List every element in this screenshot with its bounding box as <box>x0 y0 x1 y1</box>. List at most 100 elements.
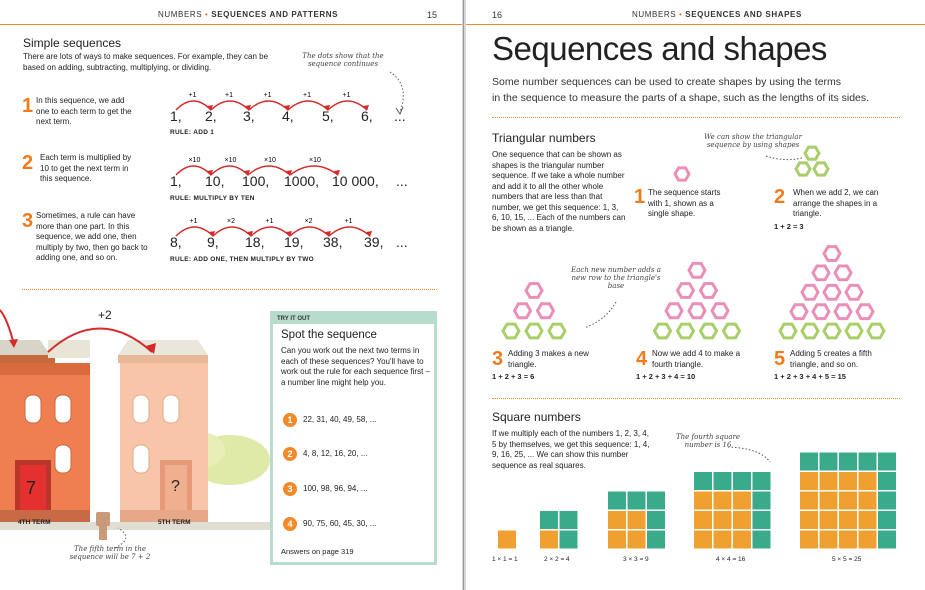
square-annotation: The fourth square number is 16 <box>676 433 740 449</box>
running-header-left: NUMBERS • SEQUENCES AND PATTERNS <box>158 10 339 19</box>
sequence-arc <box>250 226 291 237</box>
sequence-operation-label: ×10 <box>309 157 321 164</box>
jump-label: +2 <box>98 308 112 322</box>
tri-step-eq-5: 1 + 2 + 3 + 4 + 5 = 15 <box>774 372 846 381</box>
answers-reference: Answers on page 319 <box>281 547 354 556</box>
sequence-operation-label: +1 <box>303 92 311 99</box>
hexagon-shape <box>721 322 742 340</box>
label-4th-term: 4TH TERM <box>18 519 51 526</box>
page-title: Sequences and shapes <box>492 30 827 67</box>
sequence-arrowhead <box>334 170 340 176</box>
sequence-arc <box>175 165 212 176</box>
square-unit <box>819 452 838 471</box>
square-unit <box>819 472 838 490</box>
square-unit <box>819 511 838 529</box>
square-unit <box>800 452 818 471</box>
sequence-operation-label: ×10 <box>189 157 201 164</box>
try-it-num-1: 1 <box>283 413 297 427</box>
hexagon-shape <box>524 282 544 299</box>
hexagon-shape <box>652 322 673 340</box>
square-caption-4: 4 × 4 = 16 <box>716 556 746 563</box>
hexagon-shape <box>811 303 831 321</box>
try-it-text: Can you work out the next two terms in e… <box>281 346 430 387</box>
square-caption-5: 5 × 5 = 25 <box>832 556 862 563</box>
sequence-arc <box>327 100 368 111</box>
sequence-arc <box>210 165 249 176</box>
sequence-term: 100, <box>242 173 270 189</box>
section-title-simple-sequences: Simple sequences <box>23 36 122 50</box>
square-unit <box>839 491 857 510</box>
sequence-term: 1, <box>170 173 182 189</box>
sequence-operation-label: +1 <box>190 218 198 225</box>
square-unit <box>878 491 896 510</box>
square-unit <box>858 530 877 549</box>
sequence-arc <box>248 100 289 111</box>
sequence-term: 19, <box>284 234 304 250</box>
tri-step-text-2: When we add 2, we can arrange the shapes… <box>793 188 879 218</box>
triangular-annotation-1: We can show the triangular sequence by u… <box>704 133 802 149</box>
square-unit <box>498 530 516 549</box>
square-unit <box>694 511 712 529</box>
try-it-out-panel: TRY IT OUT Spot the sequence Can you wor… <box>270 311 437 565</box>
sequence-operation-label: +1 <box>345 218 353 225</box>
sequence-operation-label: +1 <box>343 92 351 99</box>
annotation-arrow <box>765 155 803 161</box>
sequence-term: ... <box>394 108 406 124</box>
tri-step-eq-4: 1 + 2 + 3 + 4 = 10 <box>636 372 696 381</box>
square-divider <box>492 398 900 399</box>
hexagon-shape <box>833 303 853 321</box>
section-title-square: Square numbers <box>492 410 581 424</box>
square-unit <box>839 511 857 529</box>
sequence-term: 18, <box>245 234 265 250</box>
tri-step-text-4: Now we add 4 to make a fourth triangle. <box>652 349 741 369</box>
square-unit <box>694 530 712 549</box>
sequence-term: 9, <box>207 234 219 250</box>
square-unit <box>713 491 732 510</box>
sequence-arc <box>175 100 212 111</box>
square-unit <box>858 472 877 490</box>
square-unit <box>878 511 896 529</box>
dots-annotation-arrow <box>389 71 404 116</box>
sequence-arc <box>247 165 291 176</box>
square-unit <box>752 472 771 490</box>
sequence-operation-label: ×2 <box>227 218 235 225</box>
rule-1: RULE: ADD 1 <box>170 129 215 136</box>
sequence-term: 38, <box>323 234 343 250</box>
square-caption-1: 1 × 1 = 1 <box>492 556 518 563</box>
tri-step-text-5: Adding 5 creates a fifth triangle, and s… <box>790 349 872 369</box>
sequence-operation-label: +1 <box>189 92 197 99</box>
square-unit <box>878 452 896 471</box>
hexagon-shape <box>710 302 730 320</box>
square-unit <box>627 530 646 549</box>
tri-step-num-3: 3 <box>492 348 504 370</box>
square-unit <box>858 491 877 510</box>
sequence-term: 10, <box>205 173 225 189</box>
hexagon-shape <box>844 283 864 301</box>
try-it-seq-4: 90, 75, 60, 45, 30, ... <box>303 519 377 528</box>
hexagon-shape <box>866 322 886 340</box>
hexagon-shape <box>844 322 864 340</box>
square-caption-3: 3 × 3 = 9 <box>623 556 649 563</box>
sequence-arc <box>289 165 339 176</box>
hexagon-shape <box>812 161 830 177</box>
sequence-term: 10 000, <box>332 173 379 189</box>
square-unit <box>800 530 818 549</box>
sequence-arc <box>289 226 330 237</box>
sequence-arc <box>212 226 252 237</box>
square-unit <box>819 491 838 510</box>
rule-2: RULE: MULTIPLY BY TEN <box>170 195 255 202</box>
hexagon-shape <box>811 264 831 282</box>
triangular-text: One sequence that can be shown as shapes… <box>492 150 626 233</box>
sequence-term: 39, <box>364 234 384 250</box>
square-unit <box>839 452 857 471</box>
square-unit <box>713 530 732 549</box>
step-text-3: Sometimes, a rule can have more than one… <box>36 211 148 262</box>
hexagon-shape <box>698 282 719 299</box>
houses-illustration <box>0 309 270 549</box>
section-divider <box>22 289 437 290</box>
sequence-arcs: ×10×10×10×10 <box>175 157 340 176</box>
square-unit <box>713 511 732 529</box>
tri-step-num-1: 1 <box>634 186 646 208</box>
square-unit <box>647 530 665 549</box>
sequence-arc <box>210 100 250 111</box>
